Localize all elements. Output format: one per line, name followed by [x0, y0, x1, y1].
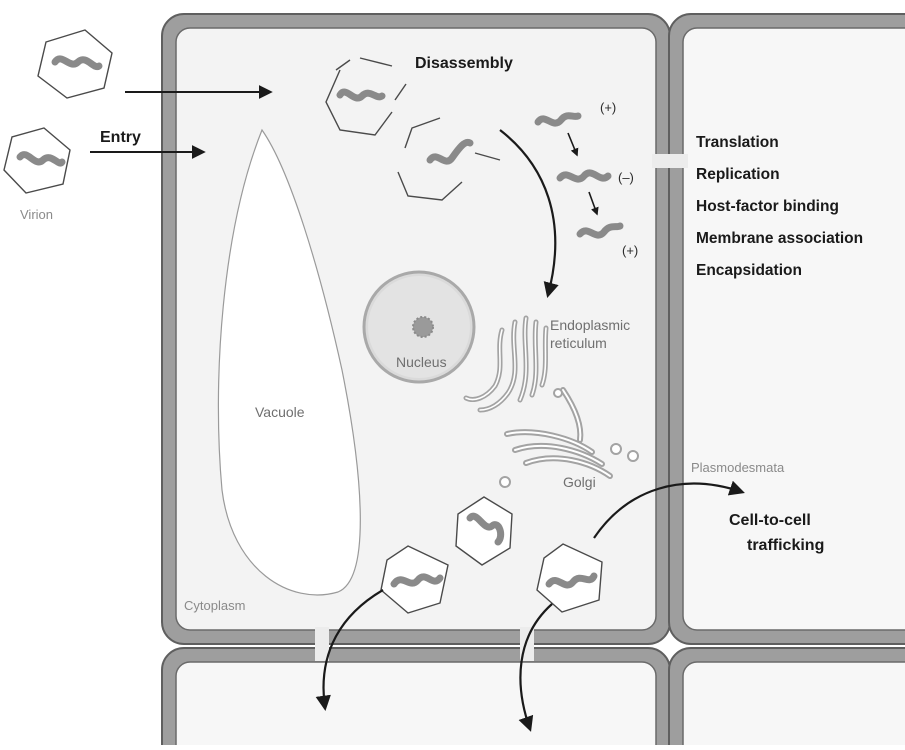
trafficking-arrow-down-left — [315, 589, 384, 712]
nucleus-label: Nucleus — [396, 354, 447, 370]
golgi-label: Golgi — [563, 474, 596, 490]
disassembly-label: Disassembly — [415, 55, 513, 72]
trafficking-label-line2: trafficking — [747, 537, 824, 554]
nucleolus — [412, 316, 434, 338]
virion-left — [3, 127, 71, 194]
vacuole — [217, 128, 361, 596]
rna-release-arrow — [499, 129, 559, 298]
disassembling-virion-1 — [325, 57, 407, 136]
rna-strand-minus — [556, 169, 612, 183]
plasmodesmata-label: Plasmodesmata — [691, 460, 785, 475]
plasmodesma-right — [652, 154, 688, 168]
cytoplasm-label: Cytoplasm — [184, 598, 245, 613]
entry-label: Entry — [100, 129, 141, 146]
progeny-virion-3 — [536, 543, 603, 613]
trafficking-arrow-right — [593, 480, 745, 539]
disassembling-virion-2 — [397, 117, 501, 201]
progeny-virion-2 — [380, 545, 449, 614]
trafficking-label-line1: Cell-to-cell — [729, 512, 811, 529]
strand-label-minus: (–) — [618, 170, 634, 185]
right-cell — [668, 13, 905, 645]
strand-label-plus-bottom: (+) — [622, 243, 638, 258]
progeny-virion-1 — [455, 496, 513, 566]
plasmodesma-bottom-left — [315, 627, 329, 661]
step-encapsidation: Encapsidation — [696, 262, 802, 279]
rna-strand-plus-bottom — [576, 222, 624, 239]
bottom-left-cell — [161, 647, 671, 750]
rna-strand-plus-top — [534, 112, 582, 127]
step-membrane-association: Membrane association — [696, 230, 863, 247]
bottom-right-cell — [668, 647, 905, 750]
virion-top — [37, 29, 113, 99]
step-host-factor-binding: Host-factor binding — [696, 198, 839, 215]
step-translation: Translation — [696, 134, 779, 151]
nucleus — [362, 270, 476, 384]
virion-label: Virion — [20, 207, 53, 222]
strand-arrow-2 — [588, 191, 599, 216]
er-label-line1: Endoplasmic — [550, 317, 630, 333]
golgi-vesicles — [499, 388, 639, 488]
strand-arrow-1 — [567, 132, 579, 157]
strand-label-plus-top: (+) — [600, 100, 616, 115]
trafficking-arrow-down-right — [518, 603, 553, 732]
step-replication: Replication — [696, 166, 780, 183]
er-label-line2: reticulum — [550, 335, 607, 351]
vacuole-label: Vacuole — [255, 404, 305, 420]
